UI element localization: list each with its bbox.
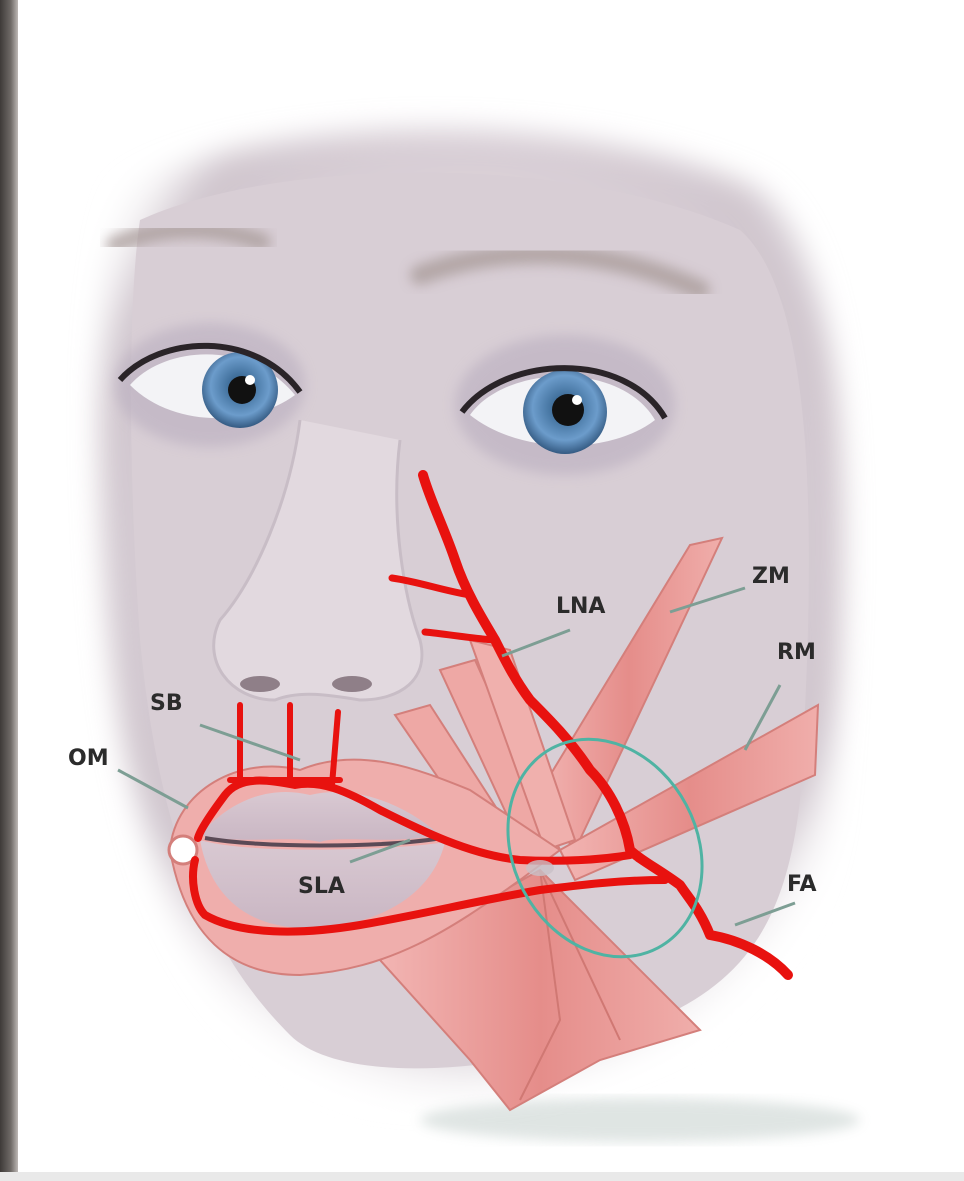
label-om: OM (68, 746, 109, 771)
label-lna: LNA (556, 594, 605, 619)
label-zm: ZM (752, 564, 790, 589)
label-fa: FA (787, 872, 817, 897)
label-sla: SLA (298, 874, 345, 899)
label-rm: RM (777, 640, 816, 665)
modiolus-marker (526, 860, 554, 876)
label-sb: SB (150, 691, 183, 716)
